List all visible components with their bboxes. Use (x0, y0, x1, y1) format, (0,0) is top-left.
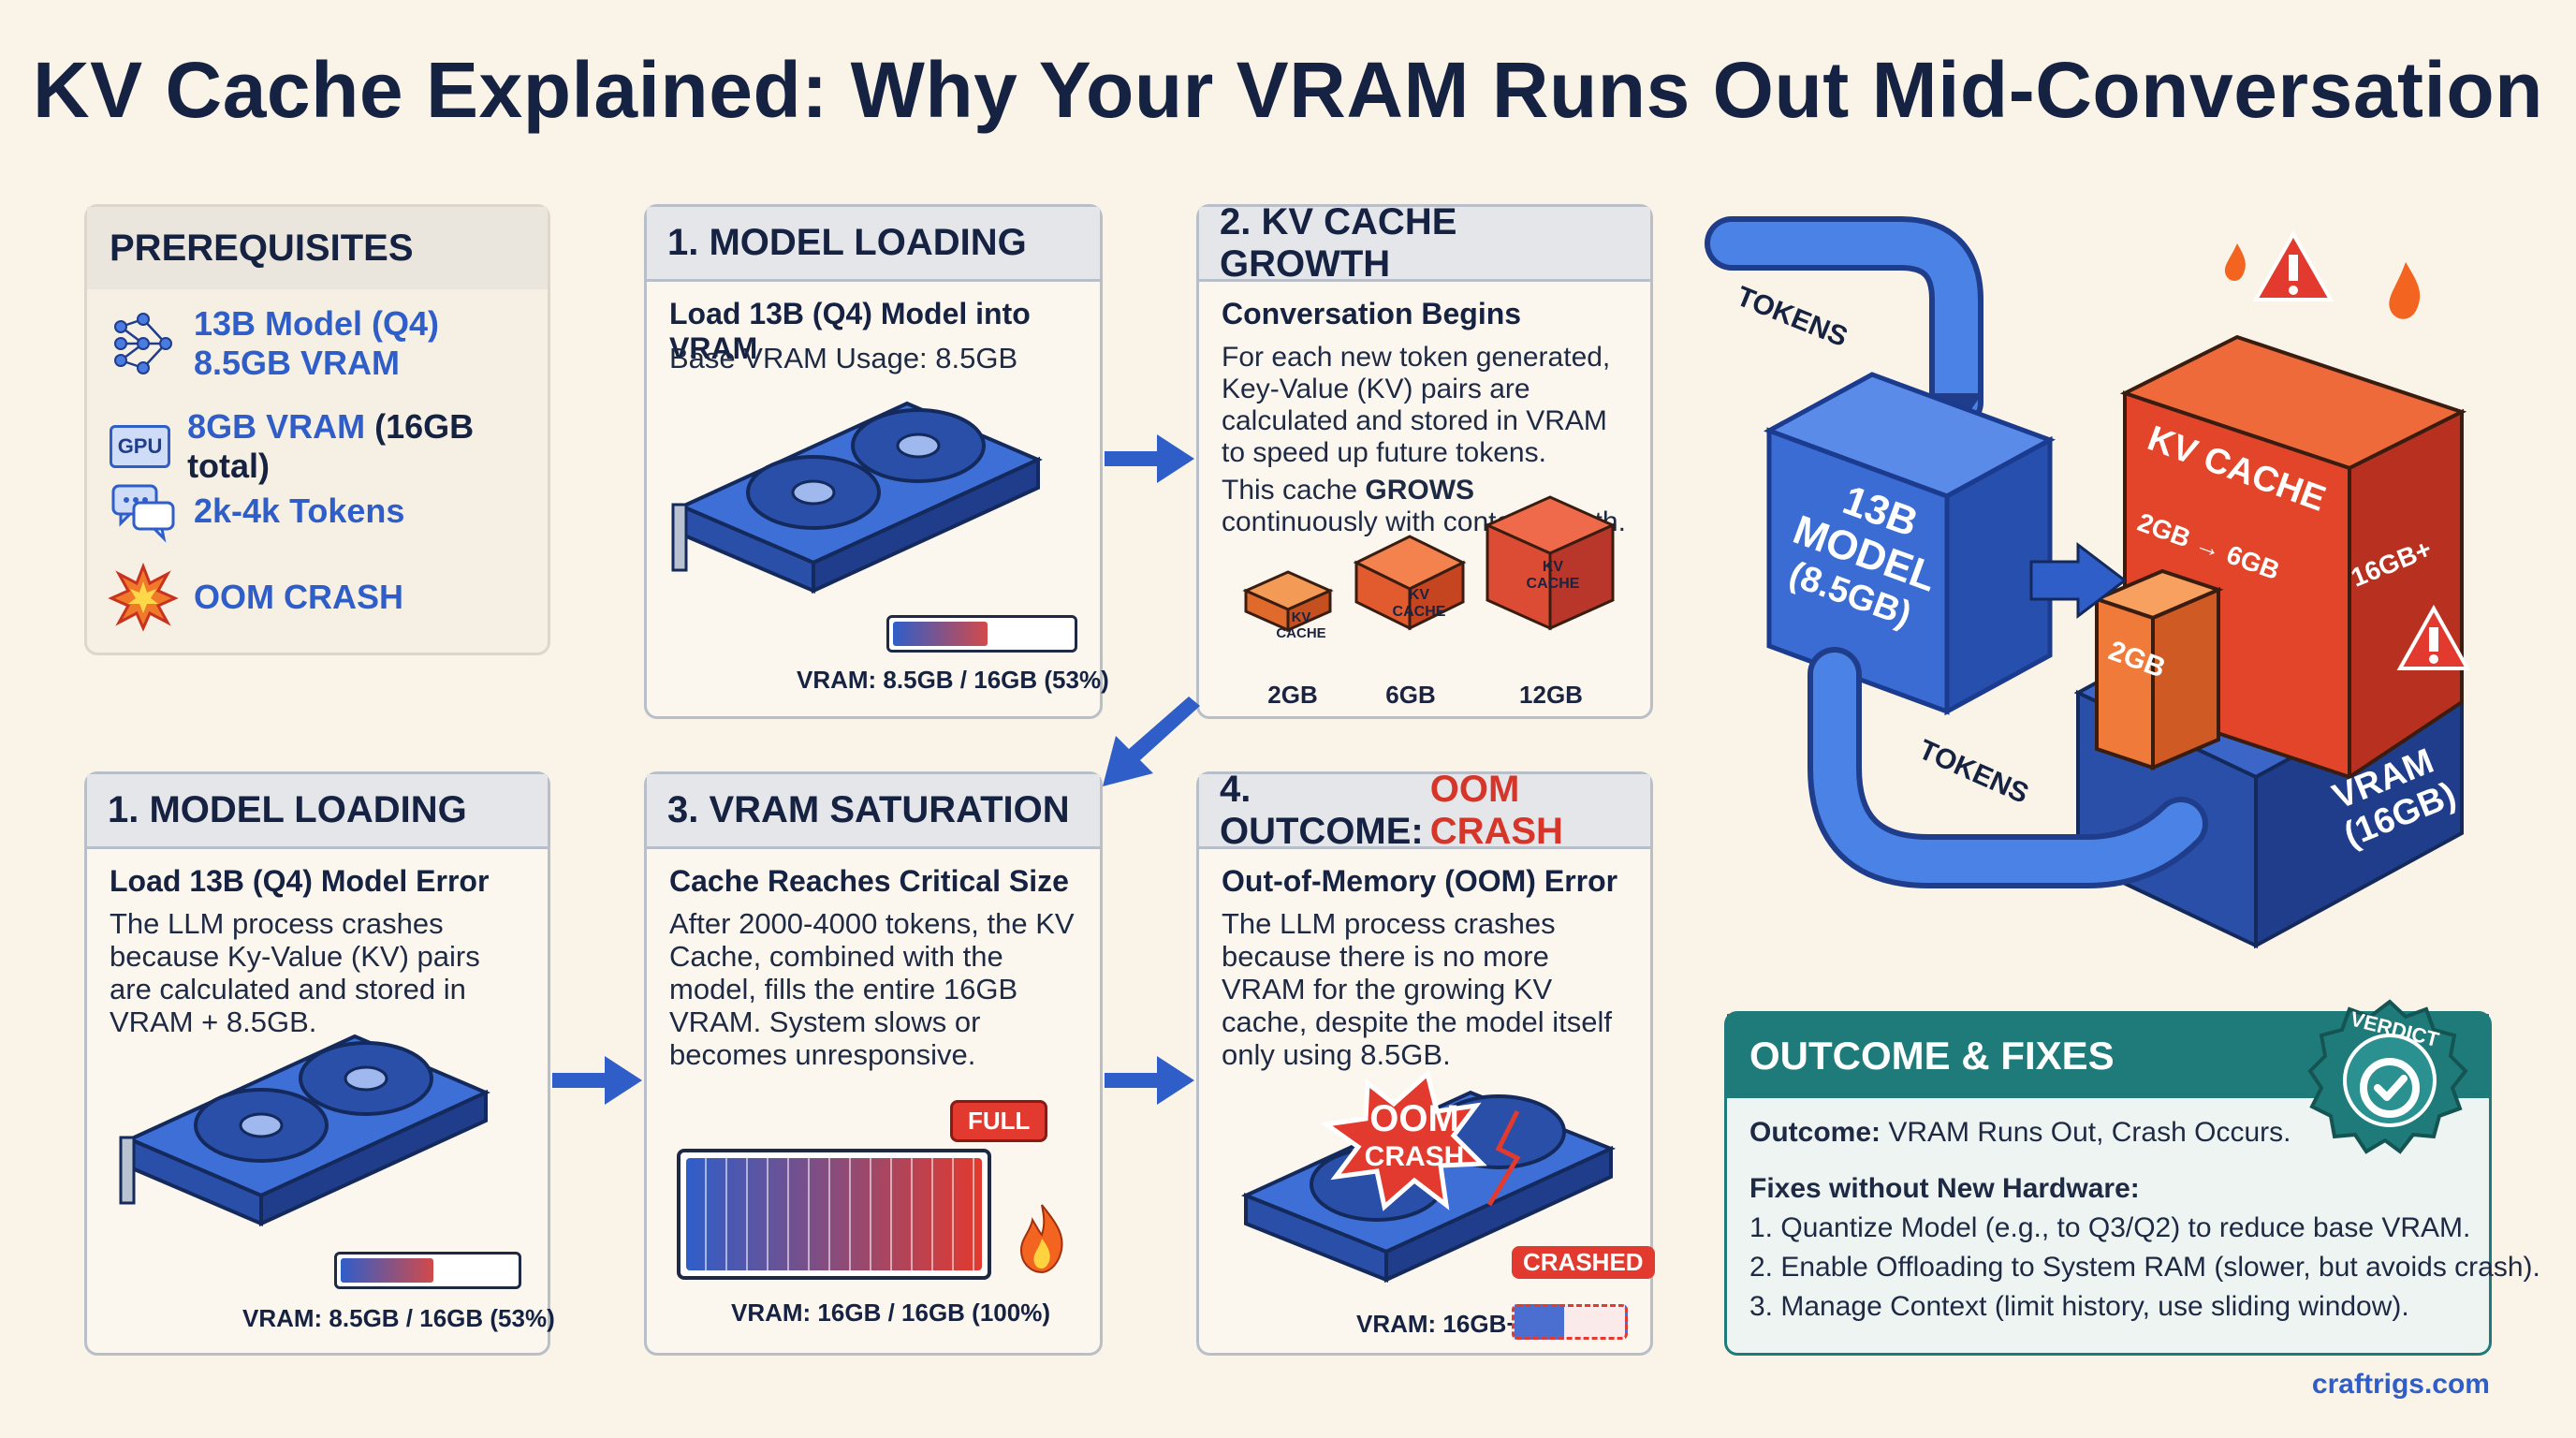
outcome-text: VRAM Runs Out, Crash Occurs. (1881, 1117, 2291, 1148)
prereq-vram: GPU 8GB VRAM (16GB total) (110, 407, 548, 486)
network-icon (114, 313, 172, 374)
kv-size-6gb: 6GB (1385, 681, 1436, 709)
panel-outcome: 4. OUTCOME: OOM CRASH Out-of-Memory (OOM… (1196, 769, 1655, 1356)
gpu-card-icon (671, 401, 1043, 594)
kv-cube-medium (1353, 535, 1467, 631)
panel-subtitle: Load 13B (Q4) Model into VRAM (669, 297, 1031, 365)
vram-meter-fill (341, 1258, 433, 1283)
vram-meter (886, 615, 1077, 653)
burst-oom: OOM (1369, 1098, 1459, 1139)
panel-header: 2. KV CACHE GROWTH (1199, 201, 1650, 285)
kv-cube-small (1242, 570, 1334, 633)
fire-icon-small (2224, 243, 2246, 281)
gpu-card-icon (119, 1034, 490, 1227)
panel-header: 4. OUTCOME: OOM CRASH (1199, 769, 1650, 852)
fire-icon (1019, 1204, 1063, 1274)
kv-cube-large-label: KV CACHE (1526, 559, 1580, 592)
panel-body: The LLM process crashes because Ky-Value… (110, 907, 480, 1038)
panel-body: After 2000-4000 tokens, the KV Cache, co… (669, 907, 1075, 1071)
outcome-line: Outcome: VRAM Runs Out, Crash Occurs. (1749, 1117, 2291, 1149)
outcome-header-red: OOM CRASH (1429, 768, 1563, 852)
model-to-cache-arrow (2029, 541, 2128, 620)
fix-item-2: 2. Enable Offloading to System RAM (slow… (1749, 1252, 2540, 1283)
fire-icon (2389, 262, 2421, 319)
overflow-meter (1512, 1304, 1628, 1340)
panel-model-loading-bottom: 1. MODEL LOADING Load 13B (Q4) Model Err… (84, 771, 555, 1356)
gpu-chip-icon: GPU (110, 425, 171, 468)
kv-size-12gb: 12GB (1519, 681, 1583, 709)
panel-vram-saturation: 3. VRAM SATURATION Cache Reaches Critica… (644, 771, 1103, 1356)
chat-bubbles-icon (111, 484, 175, 543)
page-title: KV Cache Explained: Why Your VRAM Runs O… (33, 46, 2543, 134)
arrow-right-2 (552, 1056, 642, 1105)
panel-kv-cache-growth: 2. KV CACHE GROWTH Conversation Begins F… (1196, 201, 1653, 719)
panel-header: 3. VRAM SATURATION (647, 774, 1100, 849)
prereq-vram-text: 8GB VRAM (187, 407, 366, 446)
grows-pre: This cache (1222, 475, 1366, 506)
kv-cache-illustration (1705, 216, 2471, 949)
vram-full-meter (677, 1149, 991, 1280)
vram-full-fill (686, 1158, 982, 1270)
outcome-header-prefix: 4. OUTCOME: (1220, 768, 1424, 852)
footer-site[interactable]: craftrigs.com (2311, 1369, 2490, 1400)
arrow-right-3 (1105, 1056, 1194, 1105)
verdict-seal-icon (2307, 999, 2468, 1154)
arrow-right-1 (1105, 434, 1194, 483)
vram-readout: VRAM: 8.5GB / 16GB (53%) (242, 1304, 555, 1332)
prereq-tokens-text: 2k-4k Tokens (194, 492, 405, 530)
arrow-diagonal (1103, 697, 1200, 786)
prereq-model: 13B Model (Q4) 8.5GB VRAM (110, 304, 439, 383)
vram-readout: VRAM: 16GB / 16GB (100%) (731, 1299, 1050, 1327)
prereq-tokens: 2k-4k Tokens (110, 482, 405, 543)
outcome-label: Outcome: (1749, 1117, 1881, 1148)
kv-cube-large (1484, 495, 1617, 631)
fix-item-3: 3. Manage Context (limit history, use sl… (1749, 1291, 2409, 1322)
crashed-badge: CRASHED (1512, 1246, 1655, 1279)
kv-cube-medium-label: KV CACHE (1392, 587, 1446, 620)
prereq-vram-total: (16GB total) (187, 407, 475, 485)
vram-readout: VRAM: 8.5GB / 16GB (53%) (797, 666, 1109, 694)
full-badge: FULL (950, 1100, 1048, 1142)
prerequisites-panel: PREREQUISITES 13B Model (Q4) 8.5GB VRAM … (84, 204, 550, 655)
prereq-crash: OOM CRASH (108, 562, 403, 632)
vram-meter-fill (893, 622, 988, 646)
kv-cube-small-label: KV CACHE (1276, 609, 1326, 641)
prereq-model-line1: 13B Model (Q4) (194, 304, 440, 343)
explosion-icon (108, 562, 179, 632)
vram-meter (334, 1252, 521, 1289)
crashed-gpu-icon (1240, 1069, 1617, 1284)
panel-body: The LLM process crashes because there is… (1222, 907, 1613, 1071)
panel-subtitle: Conversation Begins (1222, 297, 1522, 330)
fix-item-1: 1. Quantize Model (e.g., to Q3/Q2) to re… (1749, 1212, 2471, 1243)
panel-header: 1. MODEL LOADING (87, 774, 548, 849)
panel-subtitle: Load 13B (Q4) Model Error (110, 864, 490, 898)
grows-bold: GROWS (1365, 475, 1475, 506)
kv-size-2gb: 2GB (1267, 681, 1318, 709)
vram-readout: VRAM: 16GB+ (1356, 1310, 1521, 1338)
panel-subtitle: Out-of-Memory (OOM) Error (1222, 864, 1618, 898)
burst-crash: CRASH (1364, 1141, 1465, 1172)
prereq-crash-text: OOM CRASH (194, 578, 403, 616)
panel-subtitle: Cache Reaches Critical Size (669, 864, 1069, 898)
panel-model-loading-top: 1. MODEL LOADING Load 13B (Q4) Model int… (644, 204, 1109, 719)
panel-body: Base VRAM Usage: 8.5GB (669, 342, 1018, 374)
panel-body: For each new token generated, Key-Value … (1222, 342, 1611, 468)
panel-header: 1. MODEL LOADING (647, 207, 1100, 282)
prereq-model-line2: 8.5GB VRAM (194, 344, 401, 382)
prerequisites-header: PREREQUISITES (87, 207, 548, 289)
fixes-label: Fixes without New Hardware: (1749, 1173, 2140, 1204)
